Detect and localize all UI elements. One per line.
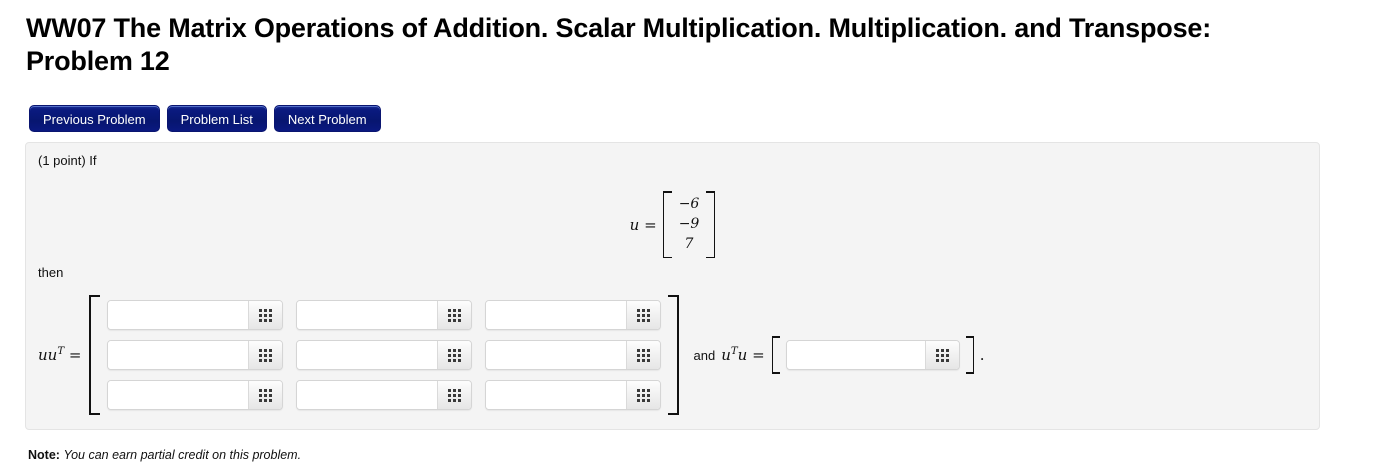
- grid-keypad-icon: [448, 308, 462, 322]
- grid-keypad-icon: [637, 348, 651, 362]
- matrix-grid: [99, 295, 669, 415]
- grid-keypad-icon: [935, 348, 949, 362]
- answer-row: uuT =: [38, 295, 984, 415]
- page-title: WW07 The Matrix Operations of Addition. …: [26, 12, 1378, 78]
- trailing-period: .: [979, 346, 985, 364]
- vector-left-bracket: [662, 191, 672, 258]
- grid-keypad-icon-button[interactable]: [437, 381, 472, 409]
- partial-credit-note: Note: You can earn partial credit on thi…: [28, 448, 301, 462]
- matrix-row: [107, 340, 662, 370]
- matrix-cell-2-2[interactable]: [296, 340, 473, 370]
- grid-keypad-icon: [259, 388, 273, 402]
- scalar-answer-wrapper: [780, 340, 966, 370]
- next-problem-button[interactable]: Next Problem: [273, 105, 381, 132]
- page-title-line2: Problem 12: [26, 46, 170, 76]
- problem-panel: (1 point) If u = −6 −9 7 then uuT =: [25, 142, 1320, 430]
- scalar-answer-cell[interactable]: [785, 340, 960, 370]
- matrix-row: [107, 380, 662, 410]
- grid-keypad-icon: [259, 348, 273, 362]
- note-text: You can earn partial credit on this prob…: [63, 448, 302, 462]
- and-word: and: [693, 347, 716, 363]
- answer-matrix: [89, 295, 680, 415]
- problem-navigation: Previous Problem Problem List Next Probl…: [29, 105, 381, 132]
- matrix-cell-2-1[interactable]: [107, 340, 284, 370]
- grid-keypad-icon: [448, 388, 462, 402]
- matrix-cell-3-1[interactable]: [107, 380, 284, 410]
- grid-keypad-icon-button[interactable]: [626, 341, 661, 369]
- matrix-cell-1-3[interactable]: [485, 300, 662, 330]
- grid-keypad-icon-button[interactable]: [248, 341, 283, 369]
- matrix-input-1-3[interactable]: [486, 301, 627, 329]
- matrix-cell-3-2[interactable]: [296, 380, 473, 410]
- grid-keypad-icon-button[interactable]: [626, 381, 661, 409]
- grid-keypad-icon-button[interactable]: [626, 301, 661, 329]
- vector-u-display: u = −6 −9 7: [26, 191, 1319, 258]
- vector-entry: 7: [684, 236, 694, 252]
- grid-keypad-icon: [637, 308, 651, 322]
- page-title-line1: WW07 The Matrix Operations of Addition. …: [26, 13, 1211, 43]
- points-text: (1 point) If: [38, 153, 97, 168]
- matrix-cell-1-1[interactable]: [107, 300, 284, 330]
- grid-keypad-icon-button[interactable]: [248, 381, 283, 409]
- matrix-left-bracket: [89, 295, 101, 415]
- grid-keypad-icon-button[interactable]: [924, 341, 959, 369]
- matrix-input-3-1[interactable]: [108, 381, 249, 409]
- scalar-left-bracket: [771, 336, 780, 374]
- matrix-input-3-2[interactable]: [297, 381, 438, 409]
- uut-label: uuT =: [38, 346, 82, 364]
- grid-keypad-icon-button[interactable]: [437, 341, 472, 369]
- utu-label: uTu =: [721, 346, 765, 364]
- matrix-input-2-3[interactable]: [486, 341, 627, 369]
- matrix-cell-1-2[interactable]: [296, 300, 473, 330]
- scalar-answer-input[interactable]: [786, 341, 925, 369]
- vector-entry: −9: [678, 216, 700, 232]
- matrix-right-bracket: [668, 295, 680, 415]
- matrix-input-1-1[interactable]: [108, 301, 249, 329]
- grid-keypad-icon: [259, 308, 273, 322]
- note-label: Note:: [28, 448, 60, 462]
- matrix-input-3-3[interactable]: [486, 381, 627, 409]
- vector-right-bracket: [706, 191, 716, 258]
- grid-keypad-icon-button[interactable]: [437, 301, 472, 329]
- vector-u-entries: −6 −9 7: [672, 191, 707, 258]
- dot-product-expression: and uTu = .: [693, 336, 984, 374]
- matrix-input-1-2[interactable]: [297, 301, 438, 329]
- grid-keypad-icon-button[interactable]: [248, 301, 283, 329]
- matrix-input-2-1[interactable]: [108, 341, 249, 369]
- matrix-cell-2-3[interactable]: [485, 340, 662, 370]
- matrix-row: [107, 300, 662, 330]
- then-text: then: [38, 265, 64, 280]
- vector-entry: −6: [678, 196, 700, 212]
- grid-keypad-icon: [637, 388, 651, 402]
- vector-u-label: u =: [629, 215, 657, 234]
- matrix-input-2-2[interactable]: [297, 341, 438, 369]
- previous-problem-button[interactable]: Previous Problem: [29, 105, 160, 132]
- problem-list-button[interactable]: Problem List: [166, 105, 267, 132]
- scalar-right-bracket: [965, 336, 974, 374]
- grid-keypad-icon: [448, 348, 462, 362]
- matrix-cell-3-3[interactable]: [485, 380, 662, 410]
